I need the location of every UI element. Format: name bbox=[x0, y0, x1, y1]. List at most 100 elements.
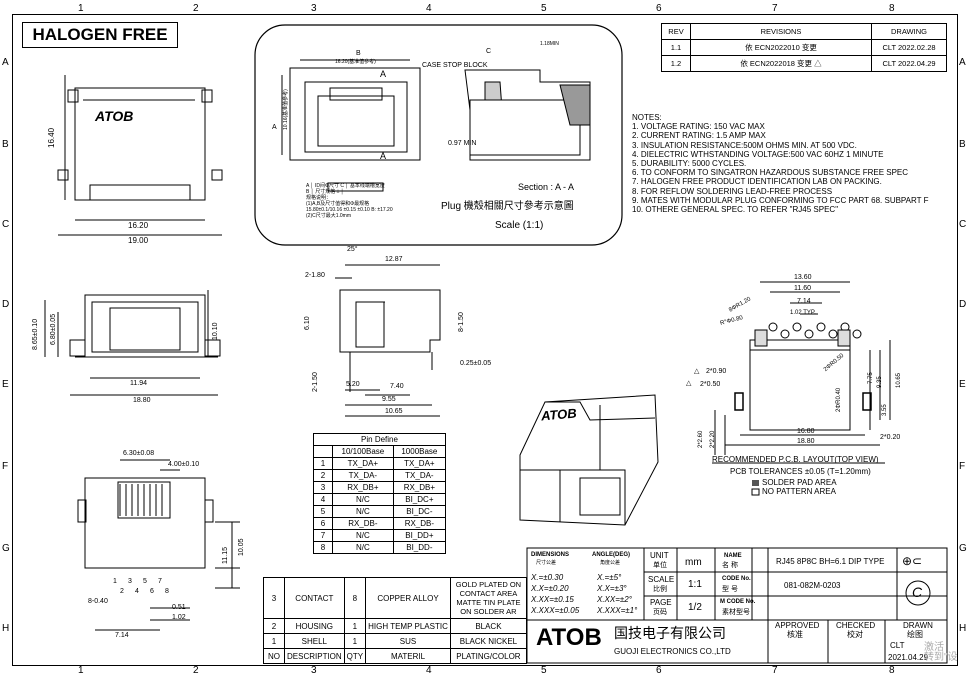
bom-cell: SUS bbox=[365, 633, 451, 649]
bom-cell: MATERIL bbox=[365, 648, 451, 664]
c-mark: C bbox=[912, 584, 923, 600]
tb-ang-tol: X.XXX=±1° bbox=[597, 606, 638, 615]
note-item: 8. FOR REFLOW SOLDERING LEAD-FREE PROCES… bbox=[632, 186, 833, 196]
pcb-dim-h1: 9.35 bbox=[877, 376, 883, 388]
plug-arrow-a: A bbox=[380, 69, 387, 79]
pin-cell: 1 bbox=[313, 457, 333, 470]
bom-cell: 3 bbox=[263, 577, 285, 619]
tb-code: 081-082M-0203 bbox=[784, 581, 841, 590]
plug-dim-b: B bbox=[356, 50, 361, 57]
pin-number: 5 bbox=[143, 578, 147, 585]
bottom-dim-p: 8-0.40 bbox=[88, 598, 108, 605]
bottom-dim-h1: 10.05 bbox=[238, 538, 245, 556]
pin-number: 1 bbox=[113, 578, 117, 585]
bom-cell: PLATING/COLOR bbox=[449, 648, 528, 664]
side-dim-w3: 5.20 bbox=[346, 381, 360, 388]
plug-scale: Scale (1:1) bbox=[495, 220, 544, 231]
plug-min-1: 1.18MIN bbox=[540, 41, 559, 47]
side-view-body bbox=[339, 289, 441, 353]
side-dim-h2: 8-1.50 bbox=[458, 312, 465, 332]
pcb-dim-h5: 2ΦR0.40 bbox=[836, 387, 842, 412]
tb-scale-sub: 比例 bbox=[653, 586, 667, 593]
projection-icon: ⊕⊂ bbox=[902, 554, 923, 568]
grid-row: B bbox=[2, 139, 9, 150]
pin-cell: N/C bbox=[332, 529, 394, 542]
pin-cell: 4 bbox=[313, 493, 333, 506]
grid-col: 6 bbox=[656, 3, 662, 14]
front-view-body bbox=[74, 87, 206, 201]
grid-col: 7 bbox=[772, 3, 778, 14]
activation-watermark: 激活 转到"设 bbox=[924, 642, 958, 663]
tb-ang-tol: X.=±5° bbox=[597, 573, 622, 582]
pin-number: 4 bbox=[135, 588, 139, 595]
grid-row: A bbox=[2, 57, 9, 68]
drawing-frame bbox=[12, 14, 958, 666]
pin-cell: 7 bbox=[313, 529, 333, 542]
pin-number: 8 bbox=[165, 588, 169, 595]
plug-dim-a: A bbox=[272, 124, 277, 131]
pcb-outline bbox=[749, 339, 851, 431]
note-item: 1. VOLTAGE RATING: 150 VAC MAX bbox=[632, 122, 765, 132]
tb-drawn-by: CLT bbox=[890, 641, 905, 650]
pin-cell: TX_DA- bbox=[392, 469, 447, 482]
solder-pad-swatch bbox=[752, 480, 759, 486]
grid-col: 8 bbox=[889, 3, 895, 14]
side-dim-w6: 10.65 bbox=[385, 408, 403, 415]
bom-cell: HOUSING bbox=[284, 618, 345, 634]
pin-cell: RX_DB+ bbox=[392, 481, 447, 494]
side-dim-d1: 2-1.80 bbox=[305, 272, 325, 279]
tb-date: 2021.04.29 bbox=[888, 653, 929, 662]
pcb-dim-h7: 2*2.20 bbox=[710, 430, 716, 448]
bom-cell: QTY bbox=[343, 648, 367, 664]
case-stop-label: CASE STOP BLOCK bbox=[422, 62, 488, 69]
pin-cell: N/C bbox=[332, 505, 394, 518]
pin-cell: RX_DB- bbox=[392, 517, 447, 530]
note-item: 6. TO CONFORM TO SINGATRON HAZARDOUS SUB… bbox=[632, 168, 909, 178]
iso-logo: ATOB bbox=[540, 405, 578, 424]
plug-spec-line: 规格说明： bbox=[306, 195, 332, 201]
tb-mcode-sub: 素材型号 bbox=[722, 609, 750, 616]
grid-col: 1 bbox=[78, 665, 84, 676]
grid-col: 2 bbox=[193, 665, 199, 676]
tb-ang-tol: X.XX=±2° bbox=[597, 595, 632, 604]
tb-unit: mm bbox=[685, 557, 702, 568]
grid-row: H bbox=[2, 623, 10, 634]
bottom-view-body bbox=[84, 477, 206, 569]
tb-mcode-label: M CODE No. bbox=[720, 599, 756, 605]
grid-col: 1 bbox=[78, 3, 84, 14]
tb-page-label: PAGE bbox=[650, 598, 672, 607]
pcb-dim-d3: 2*0.20 bbox=[880, 434, 901, 441]
side-angle: 25° bbox=[347, 246, 358, 253]
front-logo: ATOB bbox=[95, 108, 134, 124]
tb-approved-label: APPROVED bbox=[775, 621, 820, 630]
end-dim-h2: 6.80±0.05 bbox=[50, 313, 57, 345]
plug-spec-box: A │ ID间Φ尺寸 C │ 基本线端槽宽度 B │ 尺寸规格 ± │ 规格说明… bbox=[306, 183, 393, 219]
tb-name-label: NAME bbox=[724, 553, 742, 559]
small-table bbox=[327, 182, 384, 192]
tb-tol: X.=±0.30 bbox=[531, 573, 564, 582]
company-name-en: GUOJI ELECTRONICS CO.,LTD bbox=[614, 647, 731, 656]
pin-number: 3 bbox=[128, 578, 132, 585]
plug-title: Plug 機殼相關尺寸參考示意圖 bbox=[441, 201, 574, 212]
grid-row: E bbox=[2, 379, 9, 390]
pin-number: 2 bbox=[120, 588, 124, 595]
pin-cell: BI_DD- bbox=[392, 541, 447, 554]
pcb-dim-h2: 7.75 bbox=[868, 372, 874, 384]
side-dim-w: 12.87 bbox=[385, 256, 403, 263]
bottom-dim-h2: 11.15 bbox=[222, 547, 229, 564]
side-dim-d2: 0.25±0.05 bbox=[460, 360, 492, 367]
rev-text: 依 ECN2022018 变更 bbox=[740, 59, 813, 68]
end-dim-w2: 18.80 bbox=[133, 397, 151, 404]
bottom-dim-d1: 6.30±0.08 bbox=[123, 450, 155, 457]
tb-checked-sub: 校对 bbox=[847, 630, 863, 639]
tb-tol: X.X=±0.20 bbox=[531, 584, 569, 593]
note-item: 7. HALOGEN FREE PRODUCT IDENTIFICATION L… bbox=[632, 177, 882, 187]
section-label: Section : A - A bbox=[518, 182, 575, 192]
revision-table: REV REVISIONS DRAWING 1.1 依 ECN2022010 变… bbox=[661, 23, 947, 72]
bom-cell: SHELL bbox=[284, 633, 345, 649]
end-dim-h1: 8.65±0.10 bbox=[32, 318, 39, 350]
note-item: 5. DURABILITY: 5000 CYCLES. bbox=[632, 159, 747, 169]
end-view-body bbox=[84, 294, 206, 358]
grid-col: 7 bbox=[772, 665, 778, 676]
